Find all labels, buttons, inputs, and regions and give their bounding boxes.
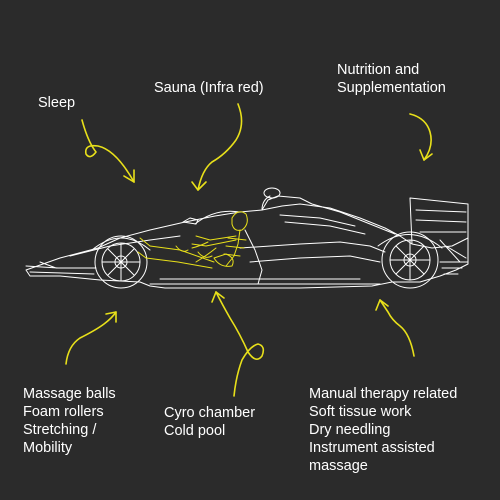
label-massage-line-1: Massage balls — [23, 386, 116, 402]
engine-fin — [279, 214, 366, 235]
roll-hoop — [261, 195, 271, 211]
arrow-massage-icon — [65, 311, 117, 365]
driver-pelvis — [213, 253, 234, 267]
front-wheel — [94, 235, 148, 289]
label-manual-line-4: Instrument assisted — [309, 440, 435, 456]
mirror — [182, 217, 199, 225]
label-manual-therapy: Manual therapy related Soft tissue work … — [309, 385, 457, 475]
label-massage-line-3: Stretching / — [23, 422, 97, 438]
arrow-sauna-icon — [191, 103, 243, 191]
label-manual-line-1: Manual therapy related — [309, 386, 458, 402]
cockpit-halo — [194, 210, 241, 225]
label-massage-line-4: Mobility — [23, 440, 73, 456]
label-nutrition-line-2: Supplementation — [337, 80, 446, 96]
front-wing — [25, 261, 97, 275]
label-sleep-line: Sleep — [38, 95, 76, 111]
driver-arm — [191, 235, 237, 247]
sidepod — [239, 241, 386, 263]
driver-head — [231, 211, 248, 231]
rear-wing — [409, 197, 469, 245]
sidepod-inlet — [244, 229, 263, 285]
arrow-nutrition-icon — [409, 113, 433, 161]
rear-wing-endplate — [439, 239, 467, 263]
driver-feet — [137, 237, 151, 259]
nose-cone — [69, 235, 181, 257]
wheel-fairing — [91, 234, 443, 251]
label-massage-line-2: Foam rollers — [23, 404, 104, 420]
label-sauna: Sauna (Infra red) — [154, 79, 264, 97]
label-cryo: Cyro chamber Cold pool — [164, 404, 255, 440]
label-sleep: Sleep — [38, 94, 75, 112]
diffuser — [439, 261, 469, 275]
f1-car-drawing — [25, 187, 469, 289]
label-cryo-line-1: Cyro chamber — [164, 405, 256, 421]
driver-spine — [225, 229, 241, 267]
driver-thigh — [191, 241, 217, 263]
label-sauna-line: Sauna (Infra red) — [154, 80, 264, 96]
airbox — [263, 187, 281, 199]
arrow-manual-icon — [375, 299, 415, 357]
car-body-outline — [25, 203, 469, 289]
label-massage: Massage balls Foam rollers Stretching / … — [23, 385, 116, 457]
label-manual-line-5: massage — [309, 458, 368, 474]
label-manual-line-2: Soft tissue work — [309, 404, 412, 420]
driver-anatomy-overlay — [137, 211, 248, 269]
label-nutrition-line-1: Nutrition and — [337, 62, 420, 78]
annotation-arrows — [65, 103, 433, 397]
label-cryo-line-2: Cold pool — [164, 423, 226, 439]
label-manual-line-3: Dry needling — [309, 422, 391, 438]
rear-wheel — [381, 231, 439, 289]
arrow-sleep-icon — [81, 119, 135, 183]
engine-cover — [261, 195, 396, 235]
arrow-cryo-icon — [211, 291, 265, 397]
label-nutrition: Nutrition and Supplementation — [337, 61, 446, 97]
